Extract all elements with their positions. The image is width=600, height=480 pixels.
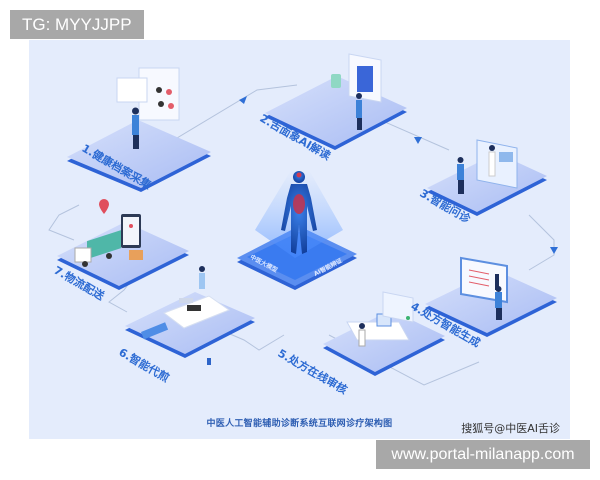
step-5-platform: [323, 291, 445, 376]
step-3-platform: [427, 139, 547, 216]
source-credit: 搜狐号@中医AI舌诊: [461, 422, 560, 435]
step-2-platform: [265, 53, 407, 150]
architecture-diagram: 中医大模型 AI智能辨证 1.健康档案采集 2.舌面象AI解读 3.智能问诊 4…: [29, 40, 570, 439]
watermark-tag: TG: MYYJJPP: [10, 10, 144, 39]
step-1-platform: [67, 67, 211, 192]
center-platform: [237, 170, 357, 290]
step-7-platform: [57, 199, 189, 290]
step-6-platform: [125, 266, 255, 365]
watermark-site: www.portal-milanapp.com: [376, 440, 590, 469]
step-4-platform: [425, 256, 557, 337]
flow-connectors: [48, 53, 558, 386]
diagram-caption: 中医人工智能辅助诊断系统互联网诊疗架构图: [206, 419, 393, 429]
